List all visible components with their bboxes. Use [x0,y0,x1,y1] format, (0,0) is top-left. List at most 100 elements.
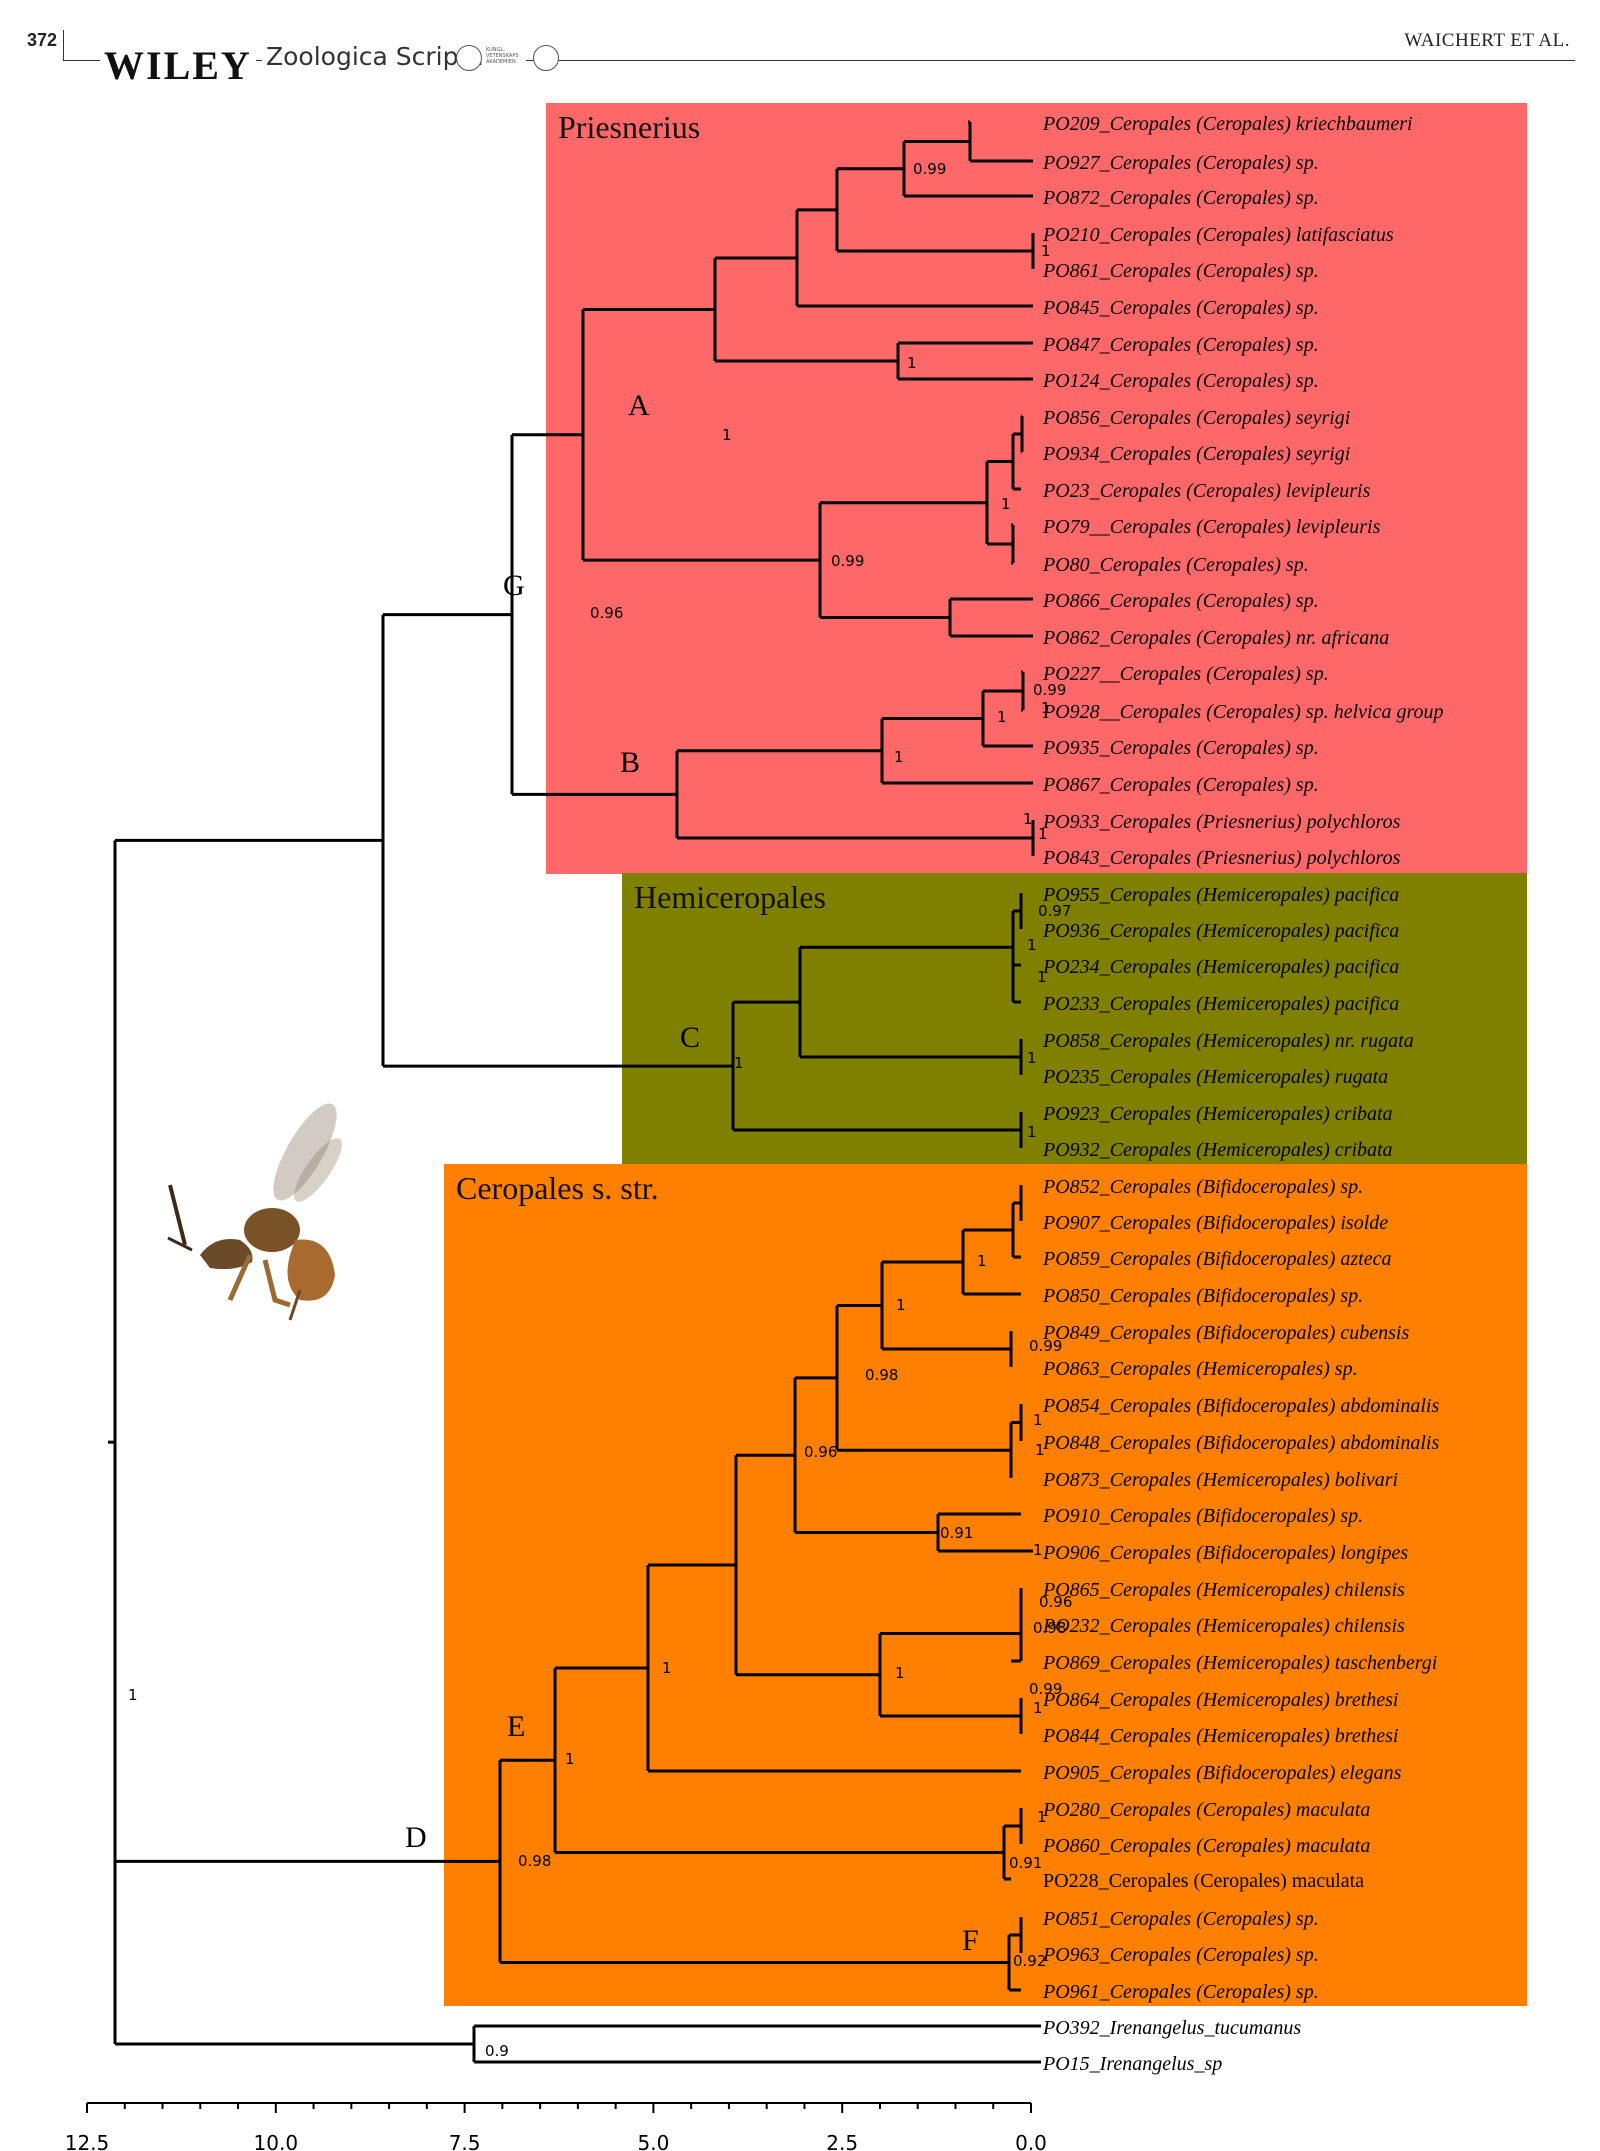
tip-label: PO932_Ceropales (Hemiceropales) cribata [1042,1139,1393,1161]
tip-label: PO79__Ceropales (Ceropales) levipleuris [1042,516,1381,538]
tip-label: PO935_Ceropales (Ceropales) sp. [1042,737,1319,759]
tip-label: PO860_Ceropales (Ceropales) maculata [1042,1835,1370,1857]
tip-label: PO867_Ceropales (Ceropales) sp. [1042,774,1319,796]
tip-label: PO856_Ceropales (Ceropales) seyrigi [1042,407,1350,429]
tip-label: PO861_Ceropales (Ceropales) sp. [1042,260,1319,282]
tip-label: PO852_Ceropales (Bifidoceropales) sp. [1042,1176,1363,1198]
node-support-value: 1 [1038,825,1048,843]
node-support-value: 0.98 [865,1366,898,1384]
tip-label: PO955_Ceropales (Hemiceropales) pacifica [1042,884,1399,906]
node-support-value: 0.99 [913,160,946,178]
node-support-value: 1 [722,426,732,444]
tip-label: PO910_Ceropales (Bifidoceropales) sp. [1042,1505,1363,1527]
node-support-value: 1 [1001,495,1011,513]
node-support-value: 0.92 [1013,1952,1046,1970]
axis-tick-label: 0.0 [1015,2131,1047,2151]
node-support-value: 1 [1035,1441,1045,1459]
axis-tick-label: 12.5 [65,2131,110,2151]
axis-tick-label: 7.5 [449,2131,481,2151]
node-support-value: 1 [907,354,917,372]
tip-label: PO963_Ceropales (Ceropales) sp. [1042,1944,1319,1966]
node-support-value: 1 [1027,936,1037,954]
node-support-value: 1 [1023,810,1033,828]
tip-label: PO849_Ceropales (Bifidoceropales) cubens… [1042,1322,1409,1344]
tip-label: PO227__Ceropales (Ceropales) sp. [1042,663,1329,685]
page-number: 372 [27,30,58,50]
tip-label: PO862_Ceropales (Ceropales) nr. africana [1042,627,1389,649]
tip-label: PO850_Ceropales (Bifidoceropales) sp. [1042,1285,1363,1307]
tip-label: PO124_Ceropales (Ceropales) sp. [1042,370,1319,392]
clade-letter-e: E [507,1710,525,1743]
node-support-value: 1 [1037,968,1047,986]
node-support-value: 1 [565,1750,575,1768]
node-support-value: 1 [1041,699,1051,717]
node-support-value: 1 [997,708,1007,726]
tip-label: PO934_Ceropales (Ceropales) seyrigi [1042,443,1350,465]
tip-label: PO15_Irenangelus_sp [1042,2053,1222,2075]
tip-label: PO869_Ceropales (Hemiceropales) taschenb… [1042,1652,1437,1674]
page-header: 372 WILEY Zoologica Scripta KUNGL. VETEN… [0,0,1600,89]
node-support-value: 1 [895,1664,905,1682]
clade-label-ceropales_s_str: Ceropales s. str. [456,1170,659,1206]
clade-letter-b: B [620,746,640,779]
tip-label: PO866_Ceropales (Ceropales) sp. [1042,590,1319,612]
tip-label: PO907_Ceropales (Bifidoceropales) isolde [1042,1212,1388,1234]
tip-label: PO234_Ceropales (Hemiceropales) pacifica [1042,956,1399,978]
clade-label-priesnerius: Priesnerius [558,109,700,145]
academy-seal-icon [456,45,482,71]
node-support-value: 0.98 [518,1852,551,1870]
node-support-value: 1 [128,1686,138,1704]
tip-label: PO928__Ceropales (Ceropales) sp. helvica… [1042,701,1444,723]
header-rule [63,60,1575,61]
node-support-value: 1 [662,1659,672,1677]
tip-label: PO905_Ceropales (Bifidoceropales) elegan… [1042,1762,1402,1784]
node-support-value: 0.91 [940,1524,973,1542]
node-support-value: 0.99 [1029,1680,1062,1698]
tip-label: PO392_Irenangelus_tucumanus [1042,2017,1301,2039]
clade-letter-g: G [503,569,525,602]
tip-label: PO23_Ceropales (Ceropales) levipleuris [1042,480,1371,502]
tip-label: PO233_Ceropales (Hemiceropales) pacifica [1042,993,1399,1015]
tip-label: PO858_Ceropales (Hemiceropales) nr. ruga… [1042,1030,1414,1052]
tip-label: PO845_Ceropales (Ceropales) sp. [1042,297,1319,319]
clade-label-hemiceropales: Hemiceropales [634,879,826,915]
node-support-value: 0.9 [485,2042,509,2060]
tip-label: PO209_Ceropales (Ceropales) kriechbaumer… [1042,113,1413,135]
node-support-value: 1 [1033,1541,1043,1559]
node-support-value: 0.98 [1033,1619,1066,1637]
axis-tick-label: 10.0 [254,2131,299,2151]
node-support-value: 0.91 [1009,1854,1042,1872]
node-support-value: 1 [1033,1411,1043,1429]
clade-letter-d: D [405,1821,427,1854]
tip-label: PO927_Ceropales (Ceropales) sp. [1042,152,1319,174]
tip-label: PO906_Ceropales (Bifidoceropales) longip… [1042,1542,1408,1564]
running-head-authors: WAICHERT ET AL. [1404,30,1570,51]
node-support-value: 1 [734,1054,744,1072]
node-support-value: 0.96 [804,1443,837,1461]
tip-label: PO864_Ceropales (Hemiceropales) brethesi [1042,1689,1398,1711]
node-support-value: 1 [1033,1699,1043,1717]
publisher-logo: WILEY [100,42,256,89]
tip-label: PO280_Ceropales (Ceropales) maculata [1042,1799,1370,1821]
tip-label: PO936_Ceropales (Hemiceropales) pacifica [1042,920,1399,942]
tip-label: PO859_Ceropales (Bifidoceropales) azteca [1042,1248,1391,1270]
node-support-value: 0.99 [1033,681,1066,699]
node-support-value: 1 [1027,1123,1037,1141]
tip-label: PO923_Ceropales (Hemiceropales) cribata [1042,1103,1393,1125]
tip-label: PO961_Ceropales (Ceropales) sp. [1042,1981,1319,2003]
tip-label: PO232_Ceropales (Hemiceropales) chilensi… [1042,1615,1405,1637]
tip-label: PO848_Ceropales (Bifidoceropales) abdomi… [1042,1432,1439,1454]
tip-label: PO235_Ceropales (Hemiceropales) rugata [1042,1066,1388,1088]
tip-label: PO80_Ceropales (Ceropales) sp. [1042,554,1309,576]
tip-label: PO844_Ceropales (Hemiceropales) brethesi [1042,1725,1398,1747]
tip-label: PO872_Ceropales (Ceropales) sp. [1042,187,1319,209]
node-support-value: 1 [1027,1049,1037,1067]
node-support-value: 1 [1041,242,1051,260]
tip-label: PO854_Ceropales (Bifidoceropales) abdomi… [1042,1395,1439,1417]
clade-box-hemiceropales [622,873,1527,1164]
clade-letter-c: C [680,1021,700,1054]
tip-label: PO933_Ceropales (Priesnerius) polychloro… [1042,811,1401,833]
node-support-value: 0.99 [1029,1337,1062,1355]
node-support-value: 0.99 [831,552,864,570]
